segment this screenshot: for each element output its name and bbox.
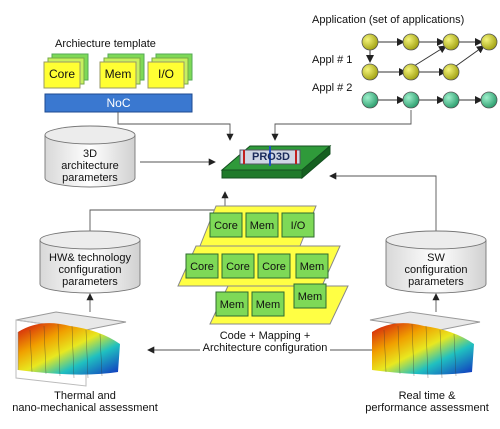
noc-label: NoC bbox=[106, 96, 131, 110]
layer1-tile bbox=[281, 212, 315, 238]
layer3-tile bbox=[215, 291, 249, 317]
tile-mem-label: Mem bbox=[104, 67, 132, 81]
pro3d-logo: PRO3D bbox=[252, 151, 290, 163]
architecture-template bbox=[43, 53, 193, 113]
application-title: Application (set of applications) bbox=[312, 14, 465, 26]
appl2-label: Appl # 2 bbox=[312, 82, 353, 94]
thermal-plot bbox=[15, 311, 127, 387]
layer3-tile bbox=[293, 283, 327, 309]
layer2-tile-label: Core bbox=[226, 261, 250, 273]
layer3-tile-label: Mem bbox=[220, 299, 244, 311]
cylinder-hw bbox=[39, 230, 141, 294]
application-nodes bbox=[361, 33, 498, 109]
layer2-tile bbox=[257, 253, 291, 279]
cylinder-3d-arch bbox=[44, 125, 136, 188]
layer2-tile-label: Mem bbox=[300, 261, 324, 273]
center-caption: Code + Mapping +Architecture configurati… bbox=[202, 330, 328, 354]
realtime-caption: Real time &performance assessment bbox=[365, 390, 489, 414]
tile-core-label: Core bbox=[48, 67, 75, 81]
layer3-tile-label: Mem bbox=[298, 291, 322, 303]
appl1-label: Appl # 1 bbox=[312, 54, 353, 66]
layer1-tile bbox=[245, 212, 279, 238]
layer2-tile-label: Core bbox=[190, 261, 214, 273]
layer1-tile-label: I/O bbox=[291, 220, 306, 232]
tile-io-label: I/O bbox=[157, 67, 174, 81]
layer2-tile bbox=[185, 253, 219, 279]
cylinder-sw bbox=[385, 230, 487, 294]
realtime-plot bbox=[369, 311, 481, 379]
layer1-tile-label: Core bbox=[214, 220, 238, 232]
layer1-tile-label: Mem bbox=[250, 220, 274, 232]
pro3d-chip bbox=[220, 144, 332, 180]
layer2-tile-label: Core bbox=[262, 261, 286, 273]
layer2-tile bbox=[295, 253, 329, 279]
layer1-tile bbox=[209, 212, 243, 238]
arch-template-title: Archiecture template bbox=[55, 38, 156, 50]
layer3-tile-label: Mem bbox=[256, 299, 280, 311]
connectors bbox=[86, 110, 440, 354]
layer3-tile bbox=[251, 291, 285, 317]
application-graph bbox=[366, 38, 485, 104]
layer2-tile bbox=[221, 253, 255, 279]
